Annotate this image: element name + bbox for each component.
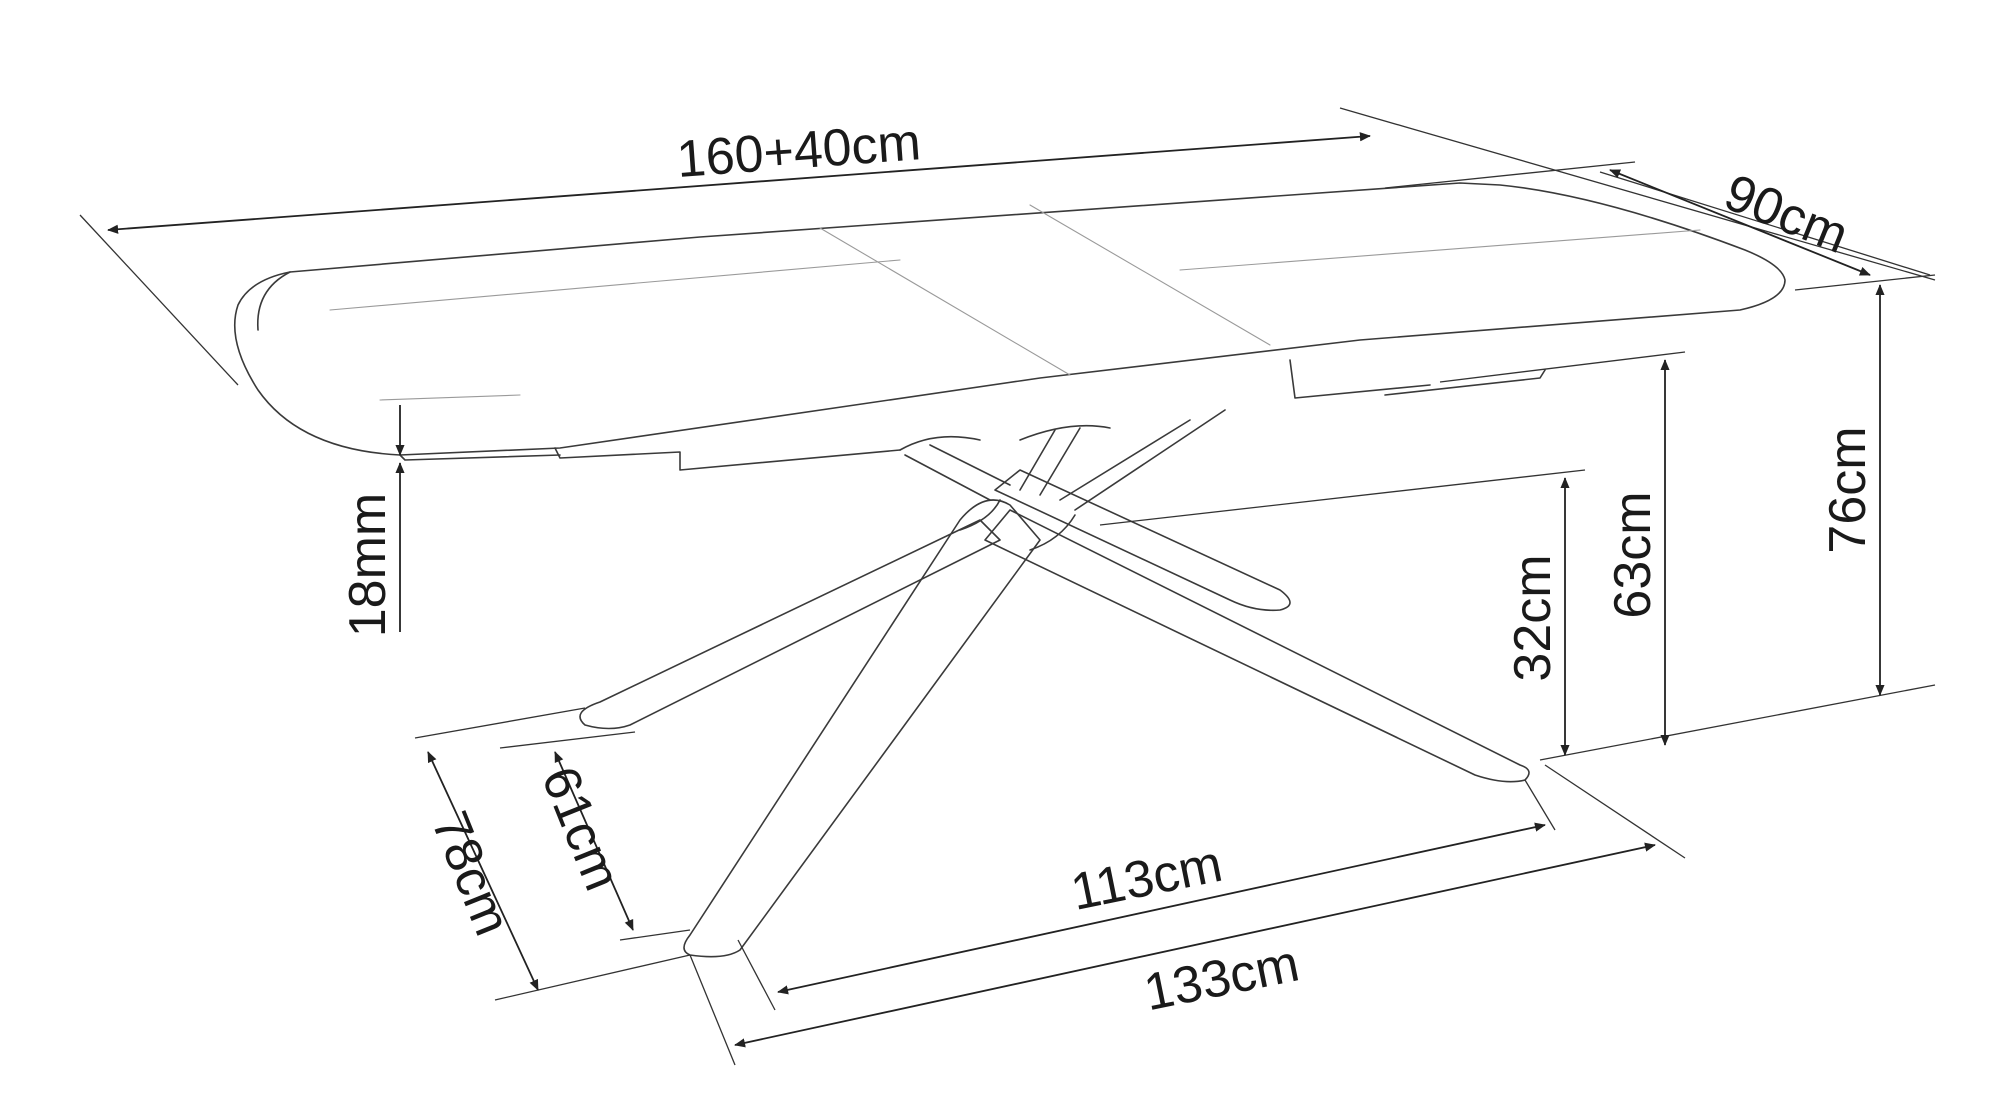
base-depth-dimension: 78cm 61cm xyxy=(414,707,691,1001)
width-dimension: 90cm xyxy=(1384,161,1931,276)
underframe-height-label: 63cm xyxy=(1604,491,1662,618)
table-top xyxy=(233,182,1786,461)
base-length-outer-label: 133cm xyxy=(1139,934,1304,1022)
total-height-dimension: 76cm xyxy=(1539,274,1936,761)
underframe-height-dimension: 63cm xyxy=(1439,351,1686,746)
base-length-inner-label: 113cm xyxy=(1066,835,1227,922)
length-label: 160+40cm xyxy=(675,113,923,189)
base-depth-inner-label: 61cm xyxy=(530,759,631,899)
leg-height-label: 32cm xyxy=(1504,554,1562,681)
top-thickness-label: 18mm xyxy=(339,493,397,637)
leg-height-dimension: 32cm xyxy=(1099,469,1586,756)
total-height-label: 76cm xyxy=(1819,426,1877,553)
legs xyxy=(579,409,1530,958)
width-label: 90cm xyxy=(1717,164,1857,265)
apron xyxy=(554,359,1431,471)
base-depth-outer-label: 78cm xyxy=(420,804,521,944)
base-length-dimension: 113cm 133cm xyxy=(689,764,1686,1066)
length-dimension: 160+40cm xyxy=(79,107,1936,386)
top-thickness-dimension: 18mm xyxy=(339,405,405,637)
